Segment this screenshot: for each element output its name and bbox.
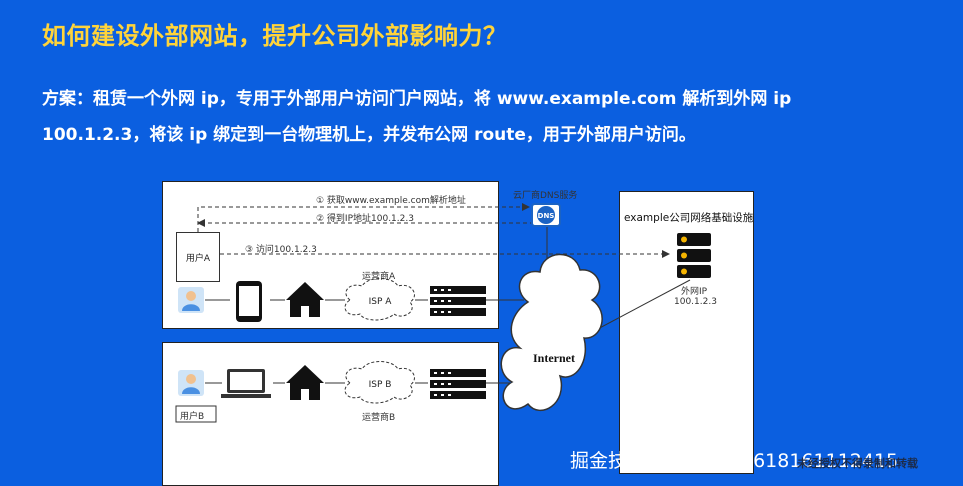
solution-line-2: 100.1.2.3，将该 ip 绑定到一台物理机上，并发布公网 route，用于…: [42, 125, 696, 145]
server-ip-label: 外网IP: [681, 287, 708, 297]
watermark: 掘金技术社区 @ 用户618161112415: [570, 450, 899, 472]
dns-query-arrowhead: [522, 203, 530, 211]
server-ip-value: 100.1.2.3: [674, 297, 717, 307]
infra-title: example公司网络基础设施: [624, 212, 754, 224]
dns-icon-text: DNS: [538, 212, 555, 220]
home-a-icon: [286, 282, 324, 317]
home-b-icon: [286, 365, 324, 400]
web-server-icon: [677, 233, 711, 278]
step-2-label: ② 得到IP地址100.1.2.3: [316, 214, 414, 224]
phone-icon: [236, 281, 262, 322]
carrier-a-router-icon: [430, 286, 486, 316]
user-b-label: 用户B: [180, 412, 205, 422]
laptop-icon: [221, 369, 271, 398]
watermark-small: 未经授权不得录制和转载: [797, 457, 918, 470]
access-arrowhead: [662, 250, 670, 258]
dns-response-arrowhead: [197, 219, 205, 227]
carrier-a-label: 运营商A: [362, 272, 396, 282]
step-1-label: ① 获取www.example.com解析地址: [316, 196, 466, 206]
isp-a-label: ISP A: [369, 297, 393, 307]
dns-service-label: 云厂商DNS服务: [513, 191, 578, 201]
dns-server-icon: DNS: [531, 203, 561, 227]
step-3-label: ③ 访问100.1.2.3: [245, 245, 317, 255]
internet-label: Internet: [533, 351, 575, 365]
carrier-b-label: 运营商B: [362, 413, 396, 423]
internet-cloud-icon: Internet: [500, 253, 603, 412]
page-title: 如何建设外部网站，提升公司外部影响力？: [42, 22, 508, 50]
user-a-avatar-icon: [178, 287, 204, 313]
isp-b-cloud-icon: ISP B: [344, 361, 415, 404]
solution-line-1: 方案：租赁一个外网 ip，专用于外部用户访问门户网站，将 www.example…: [42, 89, 792, 109]
isp-b-label: ISP B: [369, 380, 392, 390]
user-a-box: 用户A: [176, 232, 220, 282]
user-b-label-box: [175, 405, 217, 423]
user-b-avatar-icon: [178, 370, 204, 396]
dns-query-line: [197, 206, 524, 232]
user-b-panel: [162, 342, 499, 486]
carrier-b-router-icon: [430, 369, 486, 399]
isp-a-cloud-icon: ISP A: [344, 278, 415, 321]
